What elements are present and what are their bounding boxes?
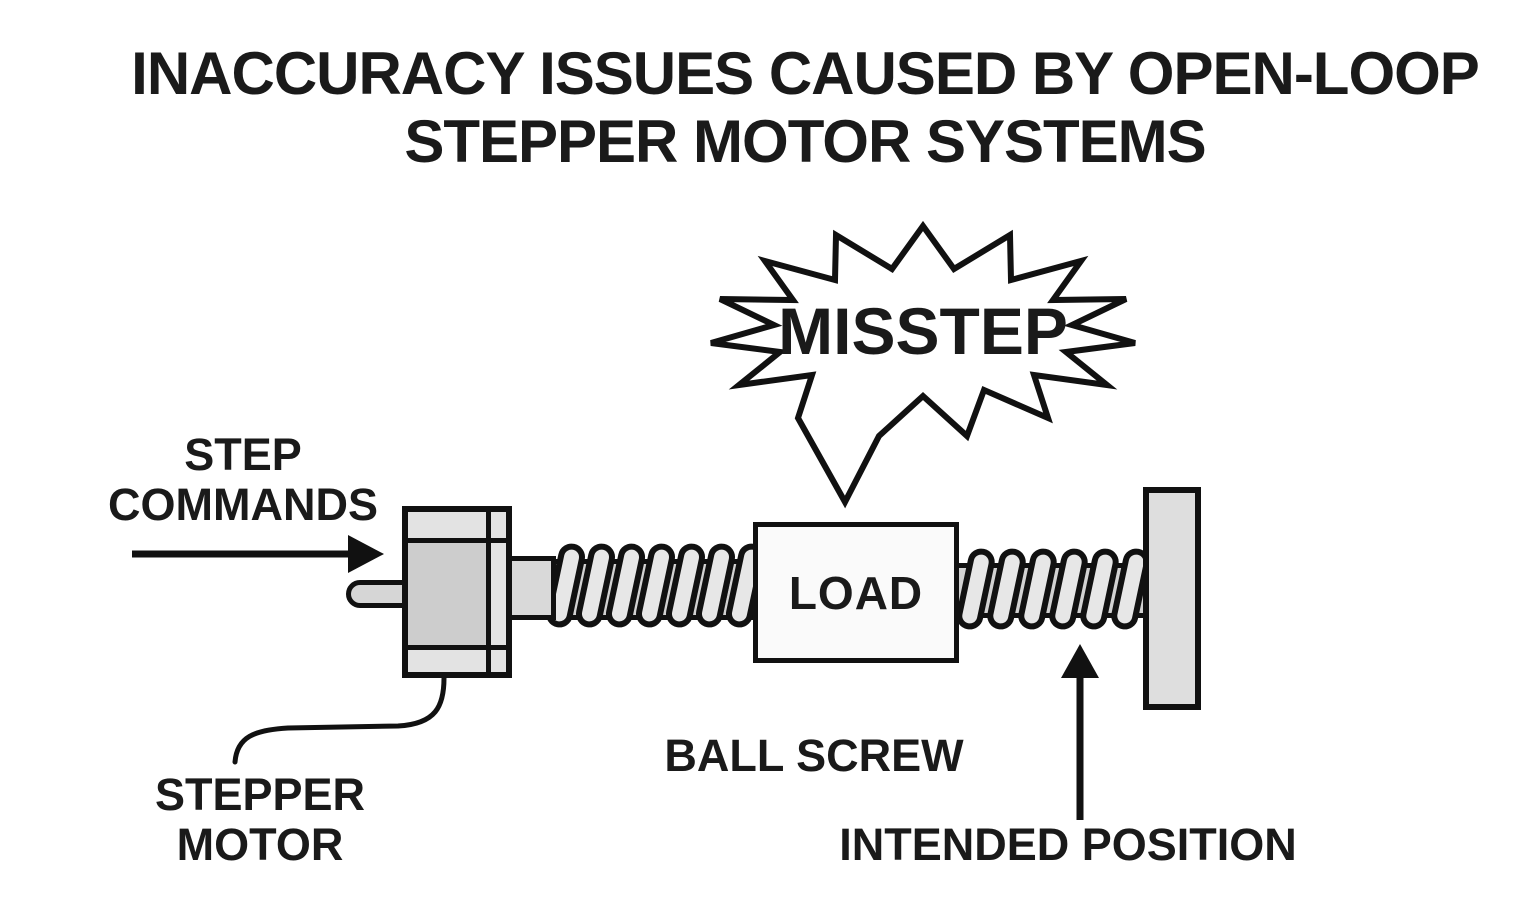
intended-position-label: INTENDED POSITION — [839, 819, 1297, 870]
ball-screw-shaft-right — [956, 563, 1148, 618]
page-title-line1: INACCURACY ISSUES CAUSED BY OPEN-LOOP — [131, 40, 1480, 107]
stepper-motor-label-line1: STEPPER — [154, 769, 366, 820]
page-title-line2: STEPPER MOTOR SYSTEMS — [404, 108, 1206, 175]
motor-front-coupler — [506, 556, 556, 620]
misstep-callout-text: MISSTEP — [778, 294, 1068, 368]
step-commands-arrow-head-icon — [348, 535, 384, 573]
motor-divider-line-vertical — [486, 512, 491, 672]
intended-position-arrow-head-icon — [1061, 644, 1099, 678]
step-commands-label-line2: COMMANDS — [108, 479, 378, 530]
motor-bottom-band — [408, 650, 506, 672]
page-title: INACCURACY ISSUES CAUSED BY OPEN-LOOP ST… — [37, 40, 1536, 176]
motor-rear-shaft-stub — [346, 580, 408, 608]
end-support-block — [1143, 487, 1201, 710]
stepper-motor-leader-line — [232, 675, 447, 765]
motor-divider-line-top — [408, 538, 506, 543]
load-box: LOAD — [753, 522, 959, 663]
load-label: LOAD — [788, 566, 924, 619]
stepper-motor-label: STEPPER MOTOR — [105, 770, 415, 870]
motor-right-strip — [491, 512, 506, 672]
motor-divider-line-bottom — [408, 645, 506, 650]
stepper-motor-label-line2: MOTOR — [176, 819, 344, 870]
ball-screw-label: BALL SCREW — [664, 730, 964, 781]
misstep-starburst-bubble-icon — [710, 220, 1136, 509]
stepper-motor-body — [402, 506, 512, 678]
step-commands-label-line1: STEP — [184, 429, 302, 480]
ball-screw-shaft-left — [550, 559, 758, 620]
step-commands-label: STEP COMMANDS — [88, 430, 398, 530]
